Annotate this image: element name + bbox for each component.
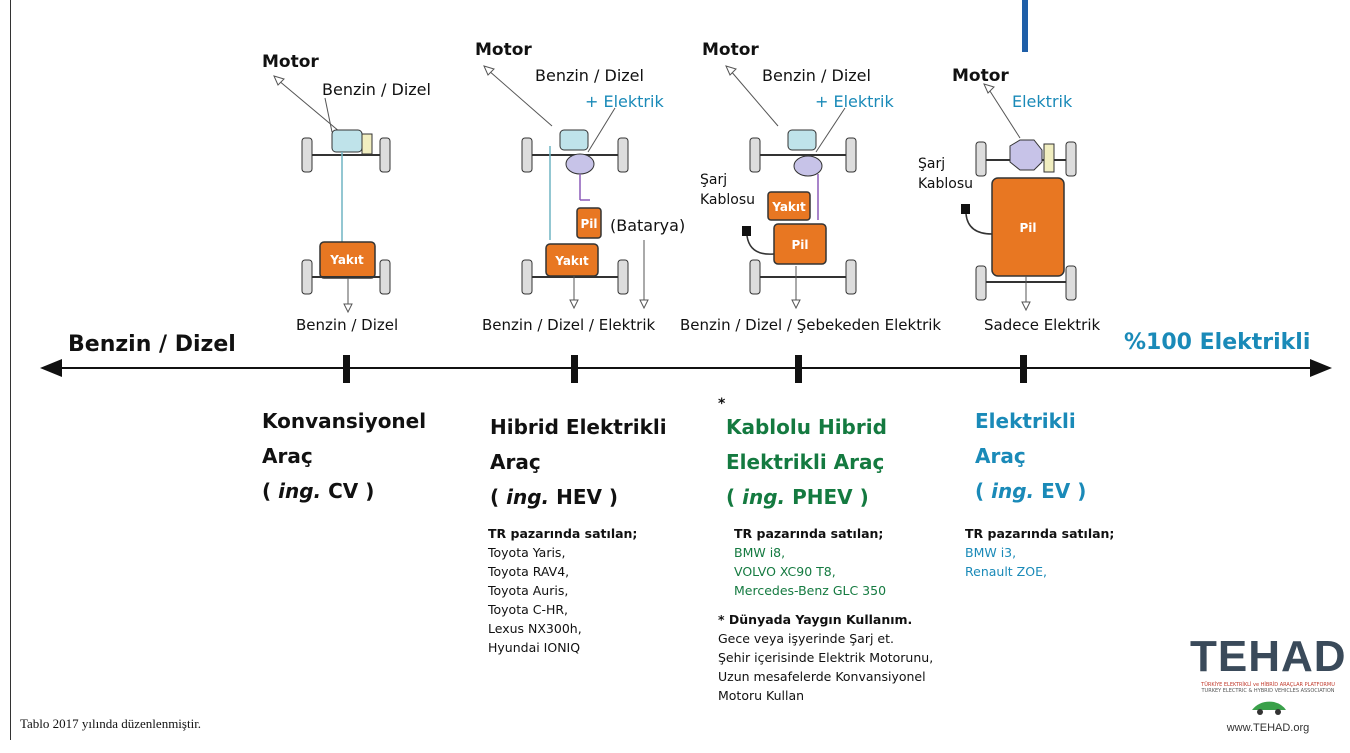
ev-sold-list: TR pazarında satılan; BMW i3, Renault ZO… <box>965 524 1114 581</box>
ev-motor-label: Motor <box>952 66 1009 86</box>
list-item: Şehir içerisinde Elektrik Motorunu, <box>718 650 934 665</box>
hev-sold-list: TR pazarında satılan; Toyota Yaris, Toyo… <box>488 524 637 657</box>
list-item: Toyota RAV4, <box>488 564 570 579</box>
phev-abbr: ( ing. PHEV ) <box>726 485 869 509</box>
ev-charge-line-2: Kablosu <box>918 176 974 192</box>
car-icon <box>1252 701 1286 715</box>
hev-abbr: ( ing. HEV ) <box>490 485 619 509</box>
ev-fuel-label: Elektrik <box>1012 92 1073 111</box>
ev-abbr: ( ing. EV ) <box>975 479 1087 503</box>
phev-asterisk: * <box>718 396 726 412</box>
list-item: Mercedes-Benz GLC 350 <box>734 583 887 598</box>
tehad-logo-text: TEHAD <box>1190 632 1347 681</box>
hev-battery-note: (Batarya) <box>610 216 686 235</box>
ev-sold-header: TR pazarında satılan; <box>965 526 1115 541</box>
timeline-right-label: %100 Elektrikli <box>1124 330 1311 355</box>
hev-title: Hibrid Elektrikli Araç ( ing. HEV ) <box>490 410 667 515</box>
phev-title: Kablolu Hibrid Elektrikli Araç ( ing. PH… <box>726 410 887 515</box>
phev-electric-label: + Elektrik <box>815 92 894 111</box>
tehad-url: www.TEHAD.org <box>1226 722 1310 734</box>
ev-title-line1: Elektrikli <box>975 409 1076 433</box>
hev-fuel-label: Benzin / Dizel <box>535 66 644 85</box>
timeline-left-arrow <box>40 359 62 377</box>
phev-title-line2: Elektrikli Araç <box>726 450 885 474</box>
timeline-left-label: Benzin / Dizel <box>68 332 236 357</box>
timeline-tick-phev <box>795 355 802 383</box>
timeline-tick-ev <box>1020 355 1027 383</box>
tehad-logo: TEHAD TÜRKİYE ELEKTRİKLİ ve HİBRİD ARAÇL… <box>1190 632 1346 734</box>
phev-tank-label: Yakıt <box>771 200 806 214</box>
cv-drivetrain-diagram: Yakıt <box>273 75 391 314</box>
list-item: Motoru Kullan <box>718 688 805 703</box>
table-note: Tablo 2017 yılında düzenlenmiştir. <box>20 716 202 731</box>
phev-motor-label: Motor <box>702 40 759 60</box>
phev-title-line1: Kablolu Hibrid <box>726 415 887 439</box>
list-item: Toyota Yaris, <box>488 545 566 560</box>
hev-electric-label: + Elektrik <box>585 92 664 111</box>
ev-charge-line-1: Şarj <box>918 156 946 172</box>
list-item: Toyota C-HR, <box>488 602 569 617</box>
phev-charge-line-1: Şarj <box>700 172 728 188</box>
cv-motor-label: Motor <box>262 52 319 72</box>
phev-charge-line-2: Kablosu <box>700 192 756 208</box>
list-item: Uzun mesafelerde Konvansiyonel <box>718 669 926 684</box>
phev-charge-cable-label: Şarj Kablosu <box>700 170 755 210</box>
phev-sold-header: TR pazarında satılan; <box>734 526 884 541</box>
ev-title-line2: Araç <box>975 444 1026 468</box>
phev-sold-list: TR pazarında satılan; BMW i8, VOLVO XC90… <box>734 524 886 600</box>
ev-battery-label: Pil <box>1019 221 1036 235</box>
phev-battery-label: Pil <box>791 238 808 252</box>
list-item: Hyundai IONIQ <box>488 640 581 655</box>
left-border-line <box>10 0 11 740</box>
timeline-tick-cv <box>343 355 350 383</box>
hev-tank-label: Yakıt <box>554 254 589 268</box>
phev-drivetrain-diagram: Yakıt Pil <box>725 65 857 310</box>
hev-title-line2: Araç <box>490 450 541 474</box>
cv-title-line2: Araç <box>262 444 313 468</box>
cv-under-label: Benzin / Dizel <box>296 316 399 334</box>
hev-drivetrain-diagram: Pil Yakıt <box>483 65 649 310</box>
ev-under-label: Sadece Elektrik <box>984 316 1101 334</box>
phev-note-header: * Dünyada Yaygın Kullanım. <box>718 612 913 627</box>
hev-motor-label: Motor <box>475 40 532 60</box>
timeline-tick-hev <box>571 355 578 383</box>
cv-fuel-label: Benzin / Dizel <box>322 80 431 99</box>
tehad-logo-sub1: TÜRKİYE ELEKTRİKLİ ve HİBRİD ARAÇLAR PLA… <box>1201 682 1335 688</box>
cv-tank-label: Yakıt <box>329 253 364 267</box>
phev-usage-note: * Dünyada Yaygın Kullanım. Gece veya işy… <box>718 610 933 705</box>
phev-fuel-label: Benzin / Dizel <box>762 66 871 85</box>
phev-under-label: Benzin / Dizel / Şebekeden Elektrik <box>680 316 942 334</box>
ev-charge-cable-label: Şarj Kablosu <box>918 154 973 194</box>
cv-abbr: ( ing. CV ) <box>262 479 375 503</box>
list-item: BMW i3, <box>965 545 1017 560</box>
list-item: Gece veya işyerinde Şarj et. <box>718 631 894 646</box>
list-item: Renault ZOE, <box>965 564 1047 579</box>
hev-under-label: Benzin / Dizel / Elektrik <box>482 316 656 334</box>
hev-battery-label: Pil <box>580 217 597 231</box>
tehad-logo-sub2: TURKEY ELECTRIC & HYBRID VEHICLES ASSOCI… <box>1201 688 1335 694</box>
ev-drivetrain-diagram: Pil <box>961 83 1077 312</box>
top-accent-bar <box>1022 0 1028 52</box>
cv-title-line1: Konvansiyonel <box>262 409 427 433</box>
list-item: BMW i8, <box>734 545 786 560</box>
list-item: Lexus NX300h, <box>488 621 582 636</box>
ev-title: Elektrikli Araç ( ing. EV ) <box>975 404 1086 509</box>
hev-sold-header: TR pazarında satılan; <box>488 526 638 541</box>
timeline-axis <box>40 355 1332 383</box>
list-item: VOLVO XC90 T8, <box>734 564 836 579</box>
timeline-right-arrow <box>1310 359 1332 377</box>
list-item: Toyota Auris, <box>488 583 569 598</box>
hev-title-line1: Hibrid Elektrikli <box>490 415 667 439</box>
cv-title: Konvansiyonel Araç ( ing. CV ) <box>262 404 426 509</box>
